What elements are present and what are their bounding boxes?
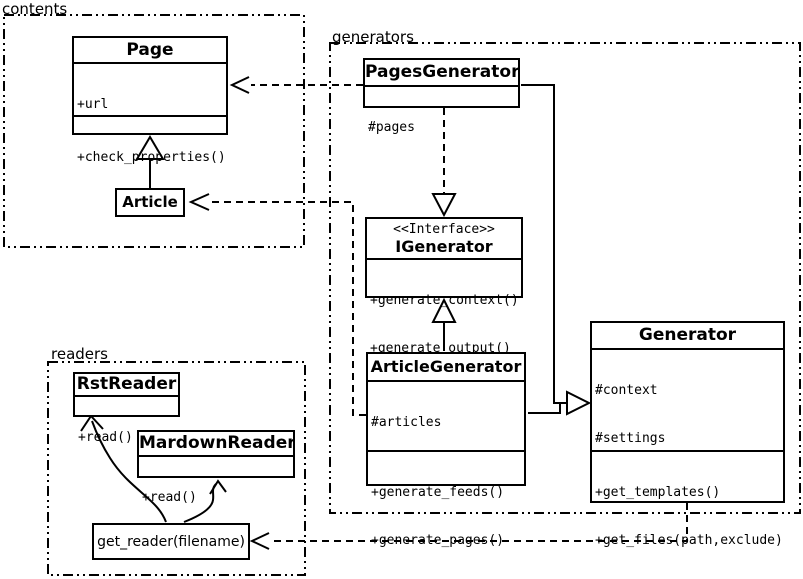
method-row: +read()	[78, 430, 133, 445]
arrow-getreader-rstreader	[91, 420, 167, 523]
arrowhead-open-getreader	[249, 532, 270, 550]
generalization-pagesgenerator-generator	[521, 84, 566, 404]
class-page-attributes: +url +slug +summary	[74, 62, 226, 115]
method-row: +generate_context()	[370, 293, 519, 308]
method-row: +get_templates()	[595, 485, 721, 500]
class-igenerator: <<Interface>> IGenerator +generate_conte…	[365, 217, 523, 356]
package-generators-label: generators	[332, 28, 414, 46]
class-articlegenerator-methods: +generate_feeds() +generate_pages()	[368, 450, 524, 579]
class-page-title: Page	[126, 40, 174, 60]
class-generator-title: Generator	[638, 325, 737, 345]
triangle-page-bottom	[135, 135, 165, 160]
class-rstreader-methods: +read()	[75, 395, 178, 479]
triangle-generator-left	[566, 390, 592, 416]
class-page: Page +url +slug +summary +check_properti…	[72, 36, 228, 165]
class-page-methods: +check_properties()	[74, 115, 226, 199]
attribute-row: #articles	[371, 415, 442, 430]
generalization-articlegenerator-generator	[528, 402, 566, 414]
package-contents-label: contents	[2, 0, 68, 18]
node-getreader-label: get_reader(filename)	[97, 533, 245, 550]
method-row: +generate_pages()	[371, 533, 505, 548]
dependency-articlegenerator-article	[211, 201, 366, 416]
arrowhead-open-mardownreader	[209, 479, 227, 495]
attribute-row: #settings	[595, 431, 666, 446]
method-row: +get_files(path,exclude)	[595, 533, 783, 548]
class-igenerator-title: IGenerator	[395, 237, 493, 256]
class-pagesgenerator-attributes: #pages	[365, 85, 518, 169]
package-readers-border	[47, 361, 306, 576]
class-article: Article	[115, 188, 185, 217]
class-generator-attributes: #context #settings #path #theme #output_…	[592, 348, 783, 450]
class-articlegenerator: ArticleGenerator #articles #dates #tags …	[366, 352, 526, 548]
class-igenerator-stereotype: <<Interface>>	[393, 222, 495, 237]
attribute-row: #pages	[368, 120, 415, 135]
class-mardownreader: MardownReader +read()	[137, 430, 295, 505]
class-rstreader: RstReader +read()	[73, 372, 180, 445]
class-article-title: Article	[122, 193, 178, 211]
class-pagesgenerator: PagesGenerator #pages	[363, 58, 520, 135]
dependency-generator-getreader	[271, 503, 688, 542]
class-articlegenerator-attributes: #articles #dates #tags #categories	[368, 380, 524, 450]
class-articlegenerator-title: ArticleGenerator	[370, 357, 522, 376]
triangle-igenerator-top	[431, 193, 457, 218]
node-getreader: get_reader(filename)	[92, 523, 250, 560]
arrowhead-open-article	[188, 193, 210, 211]
package-generators-border	[329, 42, 801, 514]
arrowhead-open-page	[229, 76, 250, 94]
class-mardownreader-title: MardownReader	[139, 433, 293, 453]
attribute-row: #context	[595, 383, 658, 398]
class-pagesgenerator-title: PagesGenerator	[365, 62, 518, 82]
method-row: +read()	[142, 490, 197, 505]
method-row: +check_properties()	[77, 150, 226, 165]
class-mardownreader-methods: +read()	[139, 455, 293, 539]
class-igenerator-header: <<Interface>> IGenerator	[367, 219, 521, 258]
package-contents-border	[3, 14, 305, 248]
attribute-row: +url	[77, 97, 109, 112]
class-rstreader-title: RstReader	[76, 374, 177, 394]
class-generator-methods: +get_templates() +get_files(path,exclude…	[592, 450, 783, 579]
triangle-igenerator-bottom	[431, 297, 457, 323]
method-row: +generate_feeds()	[371, 485, 505, 500]
package-readers-label: readers	[51, 345, 108, 363]
class-generator: Generator #context #settings #path #them…	[590, 321, 785, 548]
